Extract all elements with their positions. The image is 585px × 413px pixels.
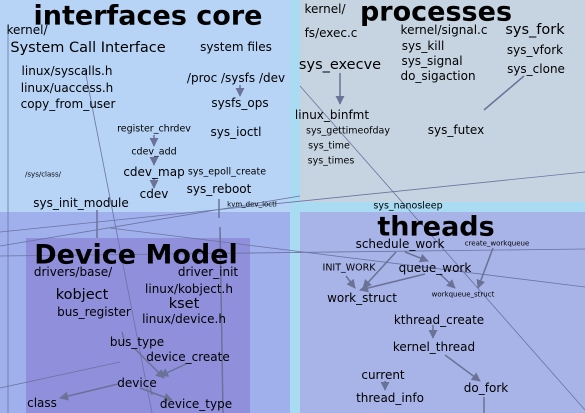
- threads-title: threads: [377, 211, 495, 243]
- node-sys-time: sys_time: [308, 140, 350, 152]
- node-bus-register: bus_register: [57, 305, 131, 319]
- node-register-chrdev: register_chrdev: [117, 123, 191, 135]
- node-bus-type: bus_type: [109, 335, 165, 349]
- node-sys-init-module: sys_init_module: [33, 196, 129, 210]
- node-sys-gettimeofday: sys_gettimeofday: [306, 125, 390, 137]
- threads-panel: [300, 212, 585, 413]
- node-sysfs-ops: sysfs_ops: [211, 96, 269, 110]
- long-line-4: [109, 227, 585, 288]
- node-sys-fork: sys_fork: [505, 21, 565, 38]
- node-sys-signal: sys_signal: [401, 54, 463, 68]
- edge-queuework-wqstruct: [439, 273, 456, 289]
- node-kernel-thread: kernel_thread: [392, 340, 476, 354]
- node-device-type: device_type: [159, 397, 233, 411]
- node-driver-init: driver_init: [177, 265, 239, 279]
- edge-schedule-queuework: [404, 251, 429, 263]
- edge-bustype-up: [121, 331, 126, 345]
- node-kset: kset: [168, 295, 200, 312]
- node-kernel-left: kernel/: [6, 23, 48, 37]
- node-cdev: cdev: [139, 187, 169, 201]
- node-cdev-add: cdev_add: [131, 146, 177, 158]
- node-sys-reboot: sys_reboot: [186, 182, 252, 196]
- node-device-create: device_create: [146, 350, 230, 364]
- node-sys-times: sys_times: [307, 155, 355, 167]
- edge-bustype-device: [134, 348, 165, 379]
- node-kvm-dev-ioctl: kvm_dev_ioctl: [227, 200, 277, 209]
- edge-devicecreate-device: [159, 363, 187, 377]
- node-device: device: [117, 376, 157, 390]
- node-workqueue-struct: workqueue_struct: [431, 290, 495, 299]
- node-linux-binfmt: linux_binfmt: [294, 108, 370, 122]
- processes-panel: [300, 0, 585, 202]
- node-uaccess-h: linux/uaccess.h: [20, 81, 114, 95]
- node-proc-sysfs-dev: /proc /sysfs /dev: [186, 71, 286, 85]
- long-lines: [0, 34, 585, 413]
- node-sys-vfork: sys_vfork: [506, 43, 564, 57]
- node-sys-execve: sys_execve: [298, 56, 382, 73]
- node-class: class: [27, 396, 57, 410]
- node-syscall-interface: System Call Interface: [10, 39, 166, 56]
- node-thread-info: thread_info: [356, 391, 424, 405]
- edge-device-devicetype: [139, 387, 173, 402]
- long-line-8: [0, 361, 121, 389]
- node-sys-nanosleep: sys_nanosleep: [373, 200, 443, 212]
- node-copy-from-user: copy_from_user: [20, 97, 116, 111]
- node-schedule-work: schedule_work: [355, 237, 445, 251]
- edge-clone-down: [483, 75, 525, 111]
- interfaces-core-panel: [0, 0, 290, 212]
- processes-title: processes: [359, 0, 513, 28]
- node-create-workqueue: create_workqueue: [464, 239, 530, 248]
- edge-schedule-workstruct: [362, 251, 397, 289]
- long-line-3: [0, 248, 585, 257]
- node-drivers-base: drivers/base/: [33, 265, 113, 279]
- node-device-h: linux/device.h: [142, 312, 226, 326]
- node-syscalls-h: linux/syscalls.h: [21, 64, 113, 78]
- node-queue-work: queue_work: [398, 261, 472, 275]
- edge-createwq-wqstruct: [476, 247, 494, 289]
- long-line-2: [0, 195, 301, 247]
- edges: [59, 73, 525, 413]
- node-cdev-map: cdev_map: [123, 165, 185, 179]
- node-kobject-h: linux/kobject.h: [145, 282, 233, 296]
- node-sys-ioctl: sys_ioctl: [210, 125, 262, 139]
- edge-kvm-down: [219, 226, 224, 413]
- node-sys-kill: sys_kill: [401, 39, 445, 53]
- interfaces-core-title: interfaces core: [33, 0, 263, 32]
- node-sys-futex: sys_futex: [427, 123, 485, 137]
- node-work-struct: work_struct: [327, 291, 397, 305]
- edge-kthread-dofork: [444, 354, 481, 382]
- node-current: current: [361, 368, 405, 382]
- node-do-fork: do_fork: [463, 381, 509, 395]
- edge-queuework-workstruct: [359, 273, 426, 293]
- node-system-files: system files: [200, 40, 272, 54]
- node-kthread-create: kthread_create: [393, 313, 485, 327]
- edge-initwork-workstruct: [345, 275, 356, 289]
- node-kobject: kobject: [55, 286, 109, 303]
- node-do-sigaction: do_sigaction: [400, 69, 476, 83]
- node-kernel-right: kernel/: [304, 2, 346, 16]
- device-model-panel: [26, 238, 250, 413]
- node-kernel-signal-c: kernel/signal.c: [400, 23, 488, 37]
- long-line-5: [299, 85, 585, 411]
- node-fs-exec-c: fs/exec.c: [304, 26, 358, 40]
- edge-device-down: [149, 386, 153, 396]
- node-sys-class: /sys/class/: [25, 170, 61, 179]
- node-sys-clone: sys_clone: [507, 62, 565, 76]
- node-sys-epoll-create: sys_epoll_create: [187, 166, 267, 178]
- device-model-title: Device Model: [34, 239, 238, 271]
- node-init-work: INIT_WORK: [322, 262, 376, 274]
- edge-device-class: [59, 383, 119, 401]
